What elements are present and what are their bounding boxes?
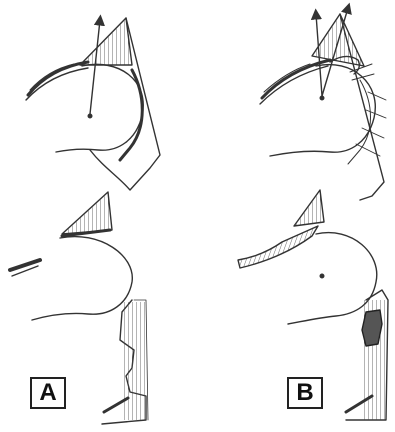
acromion-a-bottom [62, 192, 112, 234]
panel-label-a: A [30, 377, 66, 409]
lesion-b-bottom [362, 310, 382, 346]
tendon-stump-a-bottom [10, 260, 40, 270]
panel-label-b: B [287, 377, 323, 409]
acromion-b-bottom [294, 190, 324, 226]
panel-a-top [26, 18, 160, 190]
acromion-a-top [80, 18, 132, 65]
force-arrow-a-top [90, 20, 100, 114]
humeral-head-a-bottom [32, 237, 132, 320]
rotation-center-b-bottom [320, 274, 324, 278]
rotation-center-b-top [320, 96, 324, 100]
rotation-center-a-top [88, 114, 92, 118]
scapula-b-top [340, 14, 384, 200]
humeral-head-a-top [56, 64, 143, 152]
tendon-b-bottom [238, 226, 318, 268]
panel-b-top [260, 8, 386, 200]
